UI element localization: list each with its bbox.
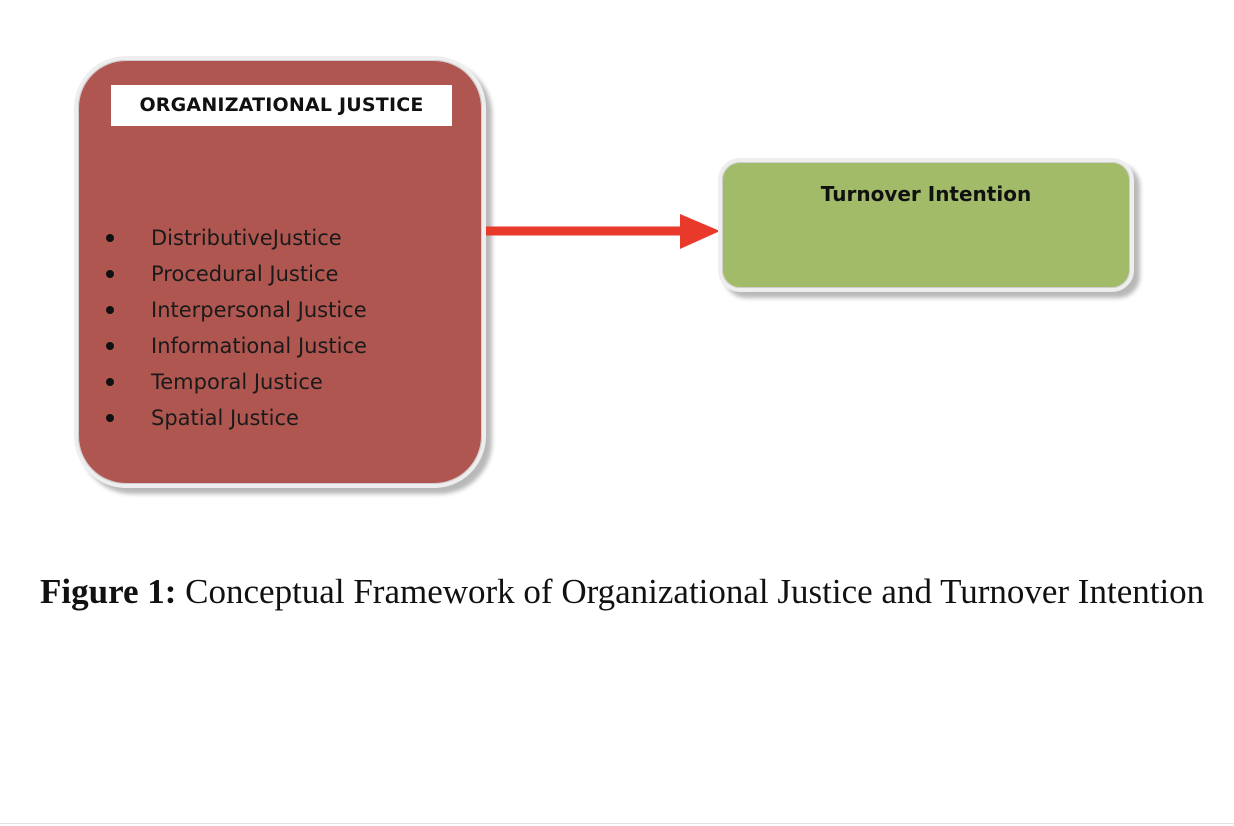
bullet-icon — [106, 306, 114, 314]
justice-dimensions-list: DistributiveJustice Procedural Justice I… — [104, 220, 367, 436]
bullet-icon — [106, 342, 114, 350]
figure-caption: Figure 1: Conceptual Framework of Organi… — [40, 572, 1220, 612]
list-item: Procedural Justice — [104, 256, 367, 292]
conceptual-framework-diagram: ORGANIZATIONAL JUSTICE DistributiveJusti… — [74, 56, 1134, 488]
figure-caption-text: Conceptual Framework of Organizational J… — [176, 572, 1205, 611]
bullet-icon — [106, 234, 114, 242]
figure-caption-label: Figure 1: — [40, 572, 177, 611]
arrow-head-icon — [680, 214, 720, 249]
list-item: Interpersonal Justice — [104, 292, 367, 328]
page-divider — [0, 823, 1234, 824]
bullet-icon — [106, 378, 114, 386]
list-item-label: DistributiveJustice — [151, 226, 342, 250]
list-item: Temporal Justice — [104, 364, 367, 400]
list-item-label: Informational Justice — [151, 334, 367, 358]
list-item: Informational Justice — [104, 328, 367, 364]
list-item-label: Procedural Justice — [151, 262, 339, 286]
list-item: DistributiveJustice — [104, 220, 367, 256]
list-item-label: Interpersonal Justice — [151, 298, 367, 322]
organizational-justice-box: ORGANIZATIONAL JUSTICE DistributiveJusti… — [74, 56, 486, 488]
list-item: Spatial Justice — [104, 400, 367, 436]
bullet-icon — [106, 270, 114, 278]
turnover-intention-title: Turnover Intention — [820, 182, 1032, 206]
relationship-arrow — [486, 214, 720, 249]
list-item-label: Temporal Justice — [151, 370, 323, 394]
turnover-intention-box: Turnover Intention — [718, 158, 1134, 292]
organizational-justice-title: ORGANIZATIONAL JUSTICE — [111, 85, 452, 126]
bullet-icon — [106, 414, 114, 422]
list-item-label: Spatial Justice — [151, 406, 299, 430]
